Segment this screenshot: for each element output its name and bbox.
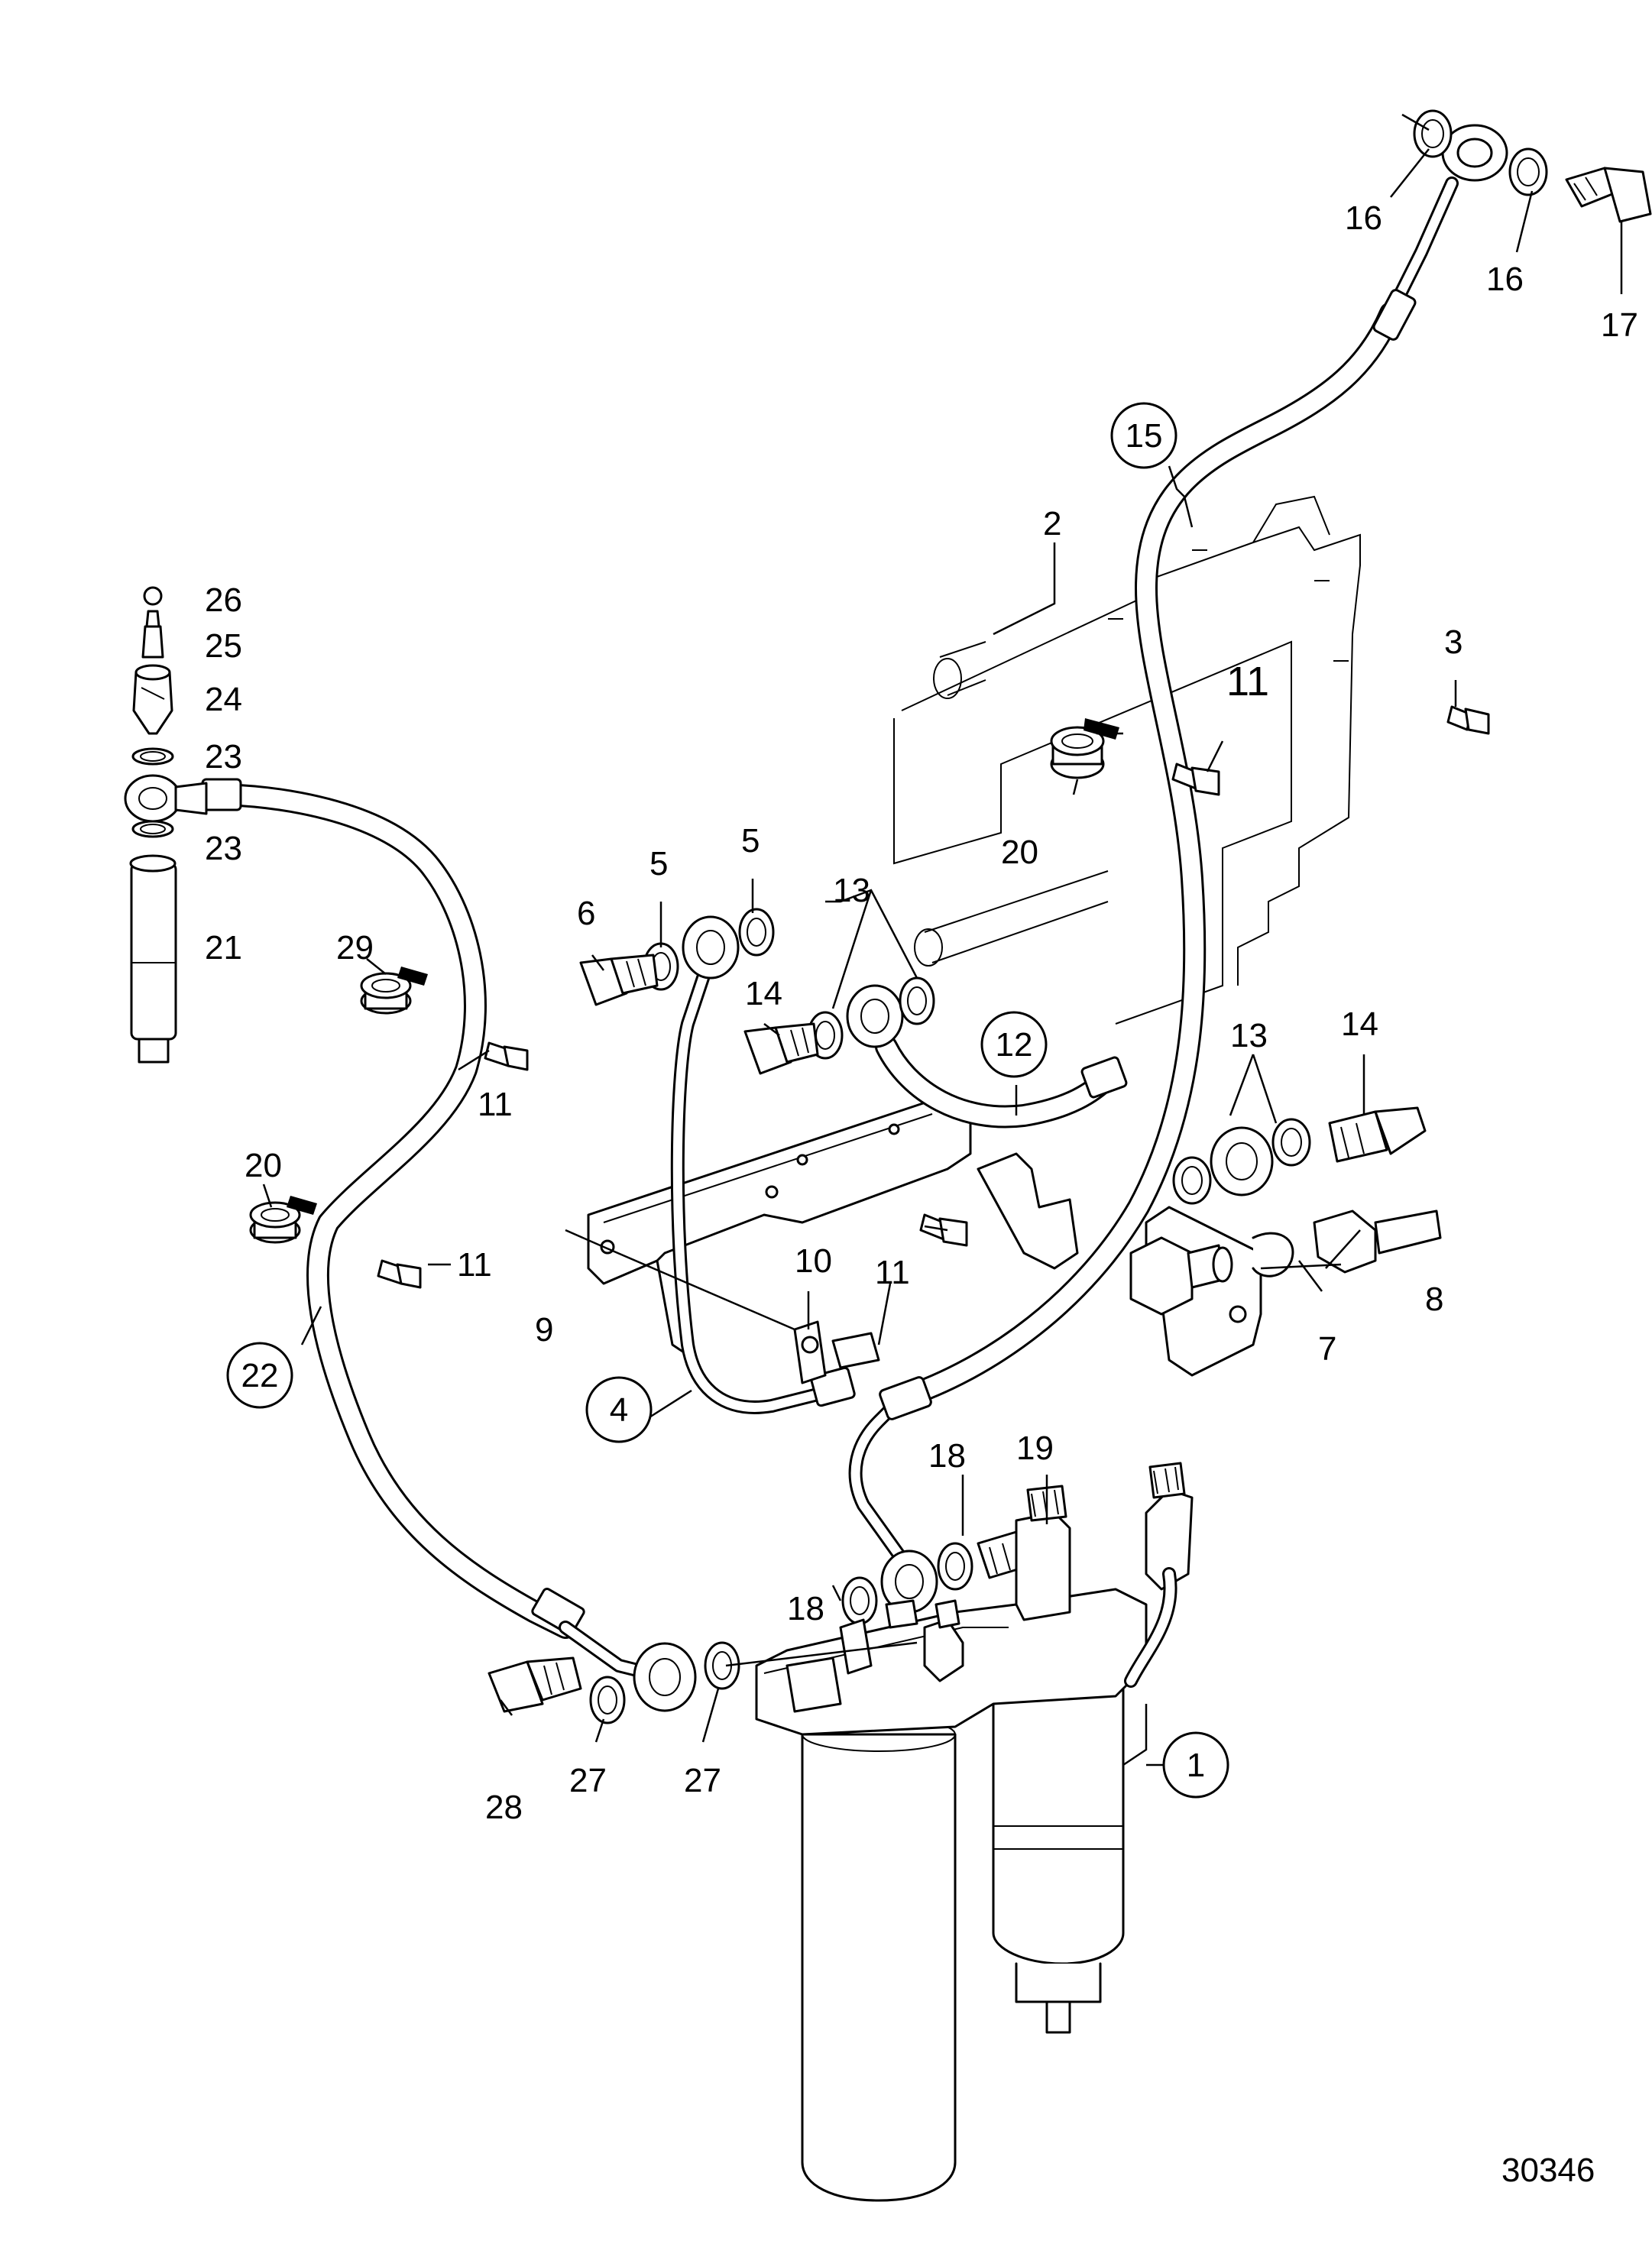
callout-20-left: 20 <box>245 1147 282 1184</box>
callout-22: 22 <box>226 1342 293 1409</box>
bolt-11-top <box>1171 763 1220 796</box>
svg-text:1: 1 <box>1187 1747 1205 1784</box>
grommet-20-right <box>1050 718 1119 779</box>
svg-text:4: 4 <box>610 1391 628 1429</box>
grommet-29 <box>360 967 428 1015</box>
banjo-fitting-13-left <box>807 976 935 1060</box>
callout-28: 28 <box>485 1789 523 1826</box>
figure-number: 30346 <box>1501 2152 1595 2189</box>
callout-12: 12 <box>980 1011 1048 1078</box>
callout-16-right: 16 <box>1486 261 1524 298</box>
callout-13-right: 13 <box>1230 1017 1268 1054</box>
bleed-nipple-assembly <box>129 586 177 1064</box>
valve-assembly <box>1129 1236 1233 1316</box>
callout-9: 9 <box>535 1311 553 1349</box>
callout-14-left: 14 <box>745 975 782 1012</box>
pipe-4 <box>670 971 856 1414</box>
banjo-bolt-14-left <box>743 1022 819 1075</box>
callout-13-left: 13 <box>833 872 870 909</box>
callout-14-right: 14 <box>1341 1005 1378 1043</box>
callout-27-left: 27 <box>569 1762 607 1799</box>
leader-lines <box>262 113 1623 1766</box>
svg-text:15: 15 <box>1126 417 1163 455</box>
callout-26: 26 <box>205 581 242 619</box>
banjo-bolt-17 <box>1565 167 1652 223</box>
callout-23-lower: 23 <box>205 830 242 867</box>
hose-12 <box>875 1035 1128 1128</box>
banjo-fitting-left <box>124 774 208 823</box>
callout-4: 4 <box>585 1376 653 1443</box>
callout-10: 10 <box>795 1242 832 1280</box>
clamp-10 <box>793 1320 880 1384</box>
callout-11-left-upper: 11 <box>478 1086 513 1123</box>
callout-18-lower: 18 <box>787 1590 824 1627</box>
bolt-11-upper-left <box>484 1041 529 1071</box>
callout-17: 17 <box>1601 306 1638 344</box>
bolt-3 <box>1446 705 1490 735</box>
callout-3: 3 <box>1444 623 1463 661</box>
callout-24: 24 <box>205 681 242 718</box>
callout-8: 8 <box>1425 1281 1443 1318</box>
callout-5-left: 5 <box>649 845 668 882</box>
mounting-plate <box>893 495 1361 1025</box>
banjo-fitting-13-right <box>1172 1118 1311 1205</box>
callout-29: 29 <box>336 929 374 967</box>
callout-7: 7 <box>1318 1330 1336 1368</box>
banjo-fitting-top <box>1413 109 1548 196</box>
banjo-bolt-6 <box>579 954 659 1006</box>
banjo-bolt-28 <box>488 1656 582 1713</box>
mounting-bracket <box>587 1099 1079 1362</box>
banjo-bolt-14-right <box>1328 1106 1427 1163</box>
circled-callouts: 15 12 22 4 1 <box>226 402 1229 1799</box>
callout-15: 15 <box>1110 402 1177 469</box>
callout-11-center: 11 <box>875 1254 910 1291</box>
banjo-fitting-27 <box>589 1641 740 1724</box>
callout-2: 2 <box>1043 505 1061 542</box>
hose-22 <box>201 778 656 1680</box>
svg-text:22: 22 <box>241 1357 279 1394</box>
callout-21: 21 <box>205 929 242 967</box>
callout-20-right: 20 <box>1001 834 1038 871</box>
callout-25: 25 <box>205 627 242 665</box>
fitting-8 <box>1313 1209 1442 1274</box>
fuel-filter-assembly <box>755 1462 1194 2202</box>
callout-18-upper: 18 <box>928 1437 966 1475</box>
callout-labels: 26 25 24 23 23 21 29 11 20 11 16 16 17 2… <box>205 199 1638 2189</box>
callout-11-left-lower: 11 <box>457 1246 492 1284</box>
callout-27-right: 27 <box>684 1762 721 1799</box>
callout-6: 6 <box>577 895 595 932</box>
callout-16-left: 16 <box>1345 199 1382 237</box>
svg-text:12: 12 <box>996 1026 1033 1064</box>
callout-23-upper: 23 <box>205 738 242 776</box>
clip-7 <box>1252 1232 1294 1277</box>
grommet-20-left <box>249 1196 317 1244</box>
hose-15 <box>848 176 1459 1566</box>
callout-1: 1 <box>1162 1731 1229 1799</box>
callout-11-top: 11 <box>1226 659 1269 704</box>
bolt-11-lower-left <box>377 1259 422 1289</box>
callout-5-right: 5 <box>741 822 760 860</box>
callout-19: 19 <box>1016 1430 1054 1467</box>
